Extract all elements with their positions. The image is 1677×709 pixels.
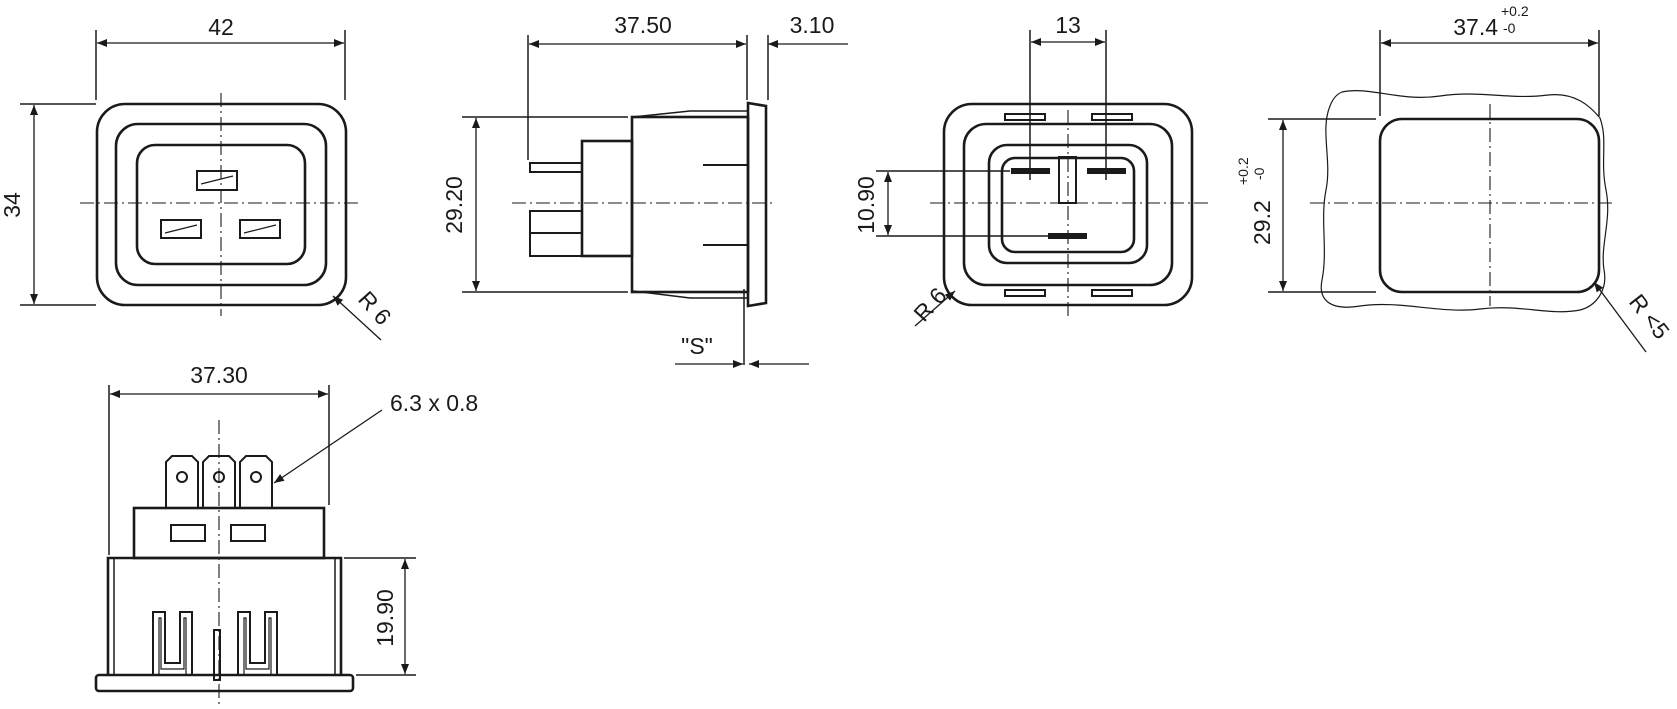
cutout-width-label: 37.4 <box>1453 14 1498 40</box>
side-view: 37.50 3.10 29.20 "S" <box>441 12 848 368</box>
side-flange-label: 3.10 <box>790 12 835 38</box>
side-height-label: 29.20 <box>441 176 467 234</box>
side-terminal-block <box>580 139 634 258</box>
cutout-width-tol-upper: +0.2 <box>1501 3 1529 19</box>
rear-offset-label: 10.90 <box>853 176 879 234</box>
bottom-center-rib <box>213 629 221 681</box>
bottom-width-label: 37.30 <box>190 362 248 388</box>
front-earth-slot <box>196 170 238 191</box>
bottom-flange <box>94 673 355 693</box>
front-width-label: 42 <box>208 14 234 40</box>
front-view: 42 34 R 6 <box>0 14 397 341</box>
bottom-terminal-label: 6.3 x 0.8 <box>390 390 478 416</box>
cutout-height-tol-lower: -0 <box>1251 167 1267 180</box>
bottom-clip-left <box>152 611 193 675</box>
bottom-tab-left <box>165 455 199 508</box>
bottom-tab-right <box>239 455 273 508</box>
front-height-label: 34 <box>0 192 25 218</box>
side-flange <box>746 101 768 308</box>
bottom-height-label: 19.90 <box>372 589 398 647</box>
side-terminal-top <box>529 162 582 173</box>
cutout-view: 37.4 +0.2 -0 29.2 +0.2 -0 R <5 <box>1235 3 1675 353</box>
cutout-panel-outline <box>1320 90 1609 313</box>
rear-pin-spacing-label: 13 <box>1055 12 1081 38</box>
rear-radius-leader <box>914 290 956 327</box>
front-line-slot <box>160 219 202 239</box>
side-depth-label: 37.50 <box>614 12 672 38</box>
bottom-window-right <box>230 524 266 542</box>
cutout-height-label: 29.2 <box>1249 200 1275 245</box>
side-body <box>630 115 750 294</box>
bottom-terminal-leader <box>273 409 383 484</box>
front-radius-label: R 6 <box>353 286 396 330</box>
cutout-width-tol-lower: -0 <box>1503 20 1516 36</box>
front-radius-leader <box>332 295 382 341</box>
cutout-radius-leader <box>1593 281 1647 353</box>
front-neutral-slot <box>239 219 281 239</box>
bottom-clip-right <box>237 611 278 675</box>
cutout-radius-label: R <5 <box>1624 289 1675 344</box>
bottom-window-left <box>170 524 206 542</box>
bottom-view: 37.30 6.3 x 0.8 19.90 <box>94 362 478 705</box>
side-panel-label: "S" <box>681 333 713 359</box>
cutout-height-tol-upper: +0.2 <box>1235 157 1251 185</box>
rear-view: 13 10.90 R 6 <box>853 12 1208 327</box>
bottom-body <box>106 556 343 675</box>
rear-earth-pin <box>1058 156 1077 204</box>
bottom-terminal-block <box>132 506 326 560</box>
